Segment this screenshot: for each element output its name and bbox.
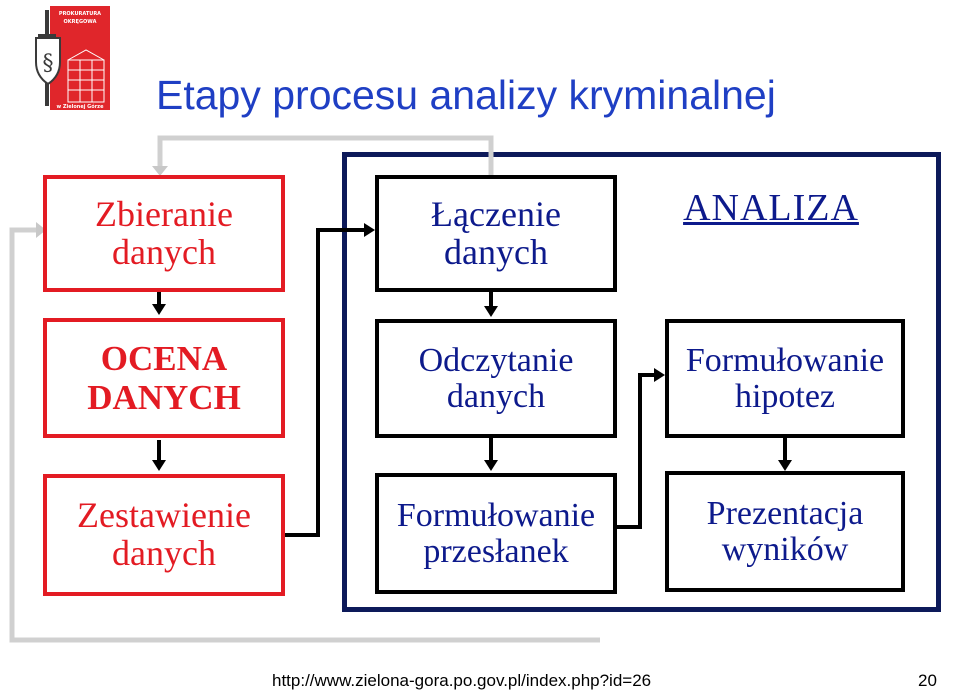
box-ocena-line-1: OCENA <box>100 338 228 378</box>
page-number: 20 <box>918 671 937 690</box>
box-laczenie-line-2: danych <box>444 231 548 272</box>
arrowhead-przeslanki-hipotezy <box>654 368 665 382</box>
slide-title: Etapy procesu analizy kryminalnej <box>156 72 776 118</box>
logo-top-text-2: OKRĘGOWA <box>64 19 97 25</box>
svg-text:§: § <box>43 51 54 76</box>
box-odczytanie-line-2: danych <box>446 377 546 415</box>
arrow-zestawienie-to-laczenie <box>284 228 366 537</box>
arrow-przeslanki-to-hipotezy <box>617 373 656 529</box>
feedback-arrowhead-left <box>36 222 46 238</box>
prokuratura-logo: § PROKURATURA OKRĘGOWA w Zielonej Górze <box>35 6 110 110</box>
arrowhead-zbieranie-ocena <box>152 304 166 315</box>
box-zbieranie-danych: Zbieranie danych <box>43 175 285 292</box>
arrowhead-odczytanie-przeslanki <box>484 460 498 471</box>
logo-bottom-text: w Zielonej Górze <box>57 103 105 110</box>
footer-url[interactable]: http://www.zielona-gora.po.gov.pl/index.… <box>272 671 652 690</box>
arrowhead-zestawienie-laczenie <box>364 223 375 237</box>
analysis-frame <box>342 152 941 612</box>
box-zestawienie-line-1: Zestawienie <box>77 495 251 536</box>
box-prezentacja-line-1: Prezentacja <box>706 494 864 532</box>
box-zbieranie-line-2: danych <box>112 231 216 272</box>
box-odczytanie-danych: Odczytanie danych <box>375 319 617 438</box>
box-zbieranie-line-1: Zbieranie <box>95 193 233 234</box>
arrowhead-ocena-zestawienie <box>152 460 166 471</box>
feedback-arrowhead-top <box>152 166 168 176</box>
box-przeslanki-line-1: Formułowanie <box>396 496 596 534</box>
analiza-label: ANALIZA <box>683 187 859 229</box>
box-przeslanki-line-2: przesłanek <box>423 532 569 570</box>
box-ocena-danych: OCENA DANYCH <box>43 318 285 438</box>
box-odczytanie-line-1: Odczytanie <box>418 341 574 379</box>
box-ocena-line-2: DANYCH <box>87 378 241 417</box>
box-laczenie-danych: Łączenie danych <box>375 175 617 292</box>
box-laczenie-line-1: Łączenie <box>431 193 561 234</box>
box-hipotezy-line-2: hipotez <box>734 377 836 415</box>
feedback-loop-top <box>157 135 494 175</box>
arrowhead-hipotezy-prezentacja <box>778 460 792 471</box>
box-formulowanie-przeslanek: Formułowanie przesłanek <box>375 473 617 594</box>
box-prezentacja-wynikow: Prezentacja wyników <box>665 471 905 592</box>
logo-top-text-1: PROKURATURA <box>59 11 101 17</box>
box-hipotezy-line-1: Formułowanie <box>685 341 885 379</box>
feedback-loop-left <box>9 227 600 643</box>
box-zestawienie-danych: Zestawienie danych <box>43 474 285 596</box>
box-prezentacja-line-2: wyników <box>721 530 849 568</box>
box-formulowanie-hipotez: Formułowanie hipotez <box>665 319 905 438</box>
arrowhead-laczenie-odczytanie <box>484 306 498 317</box>
box-zestawienie-line-2: danych <box>112 533 216 573</box>
